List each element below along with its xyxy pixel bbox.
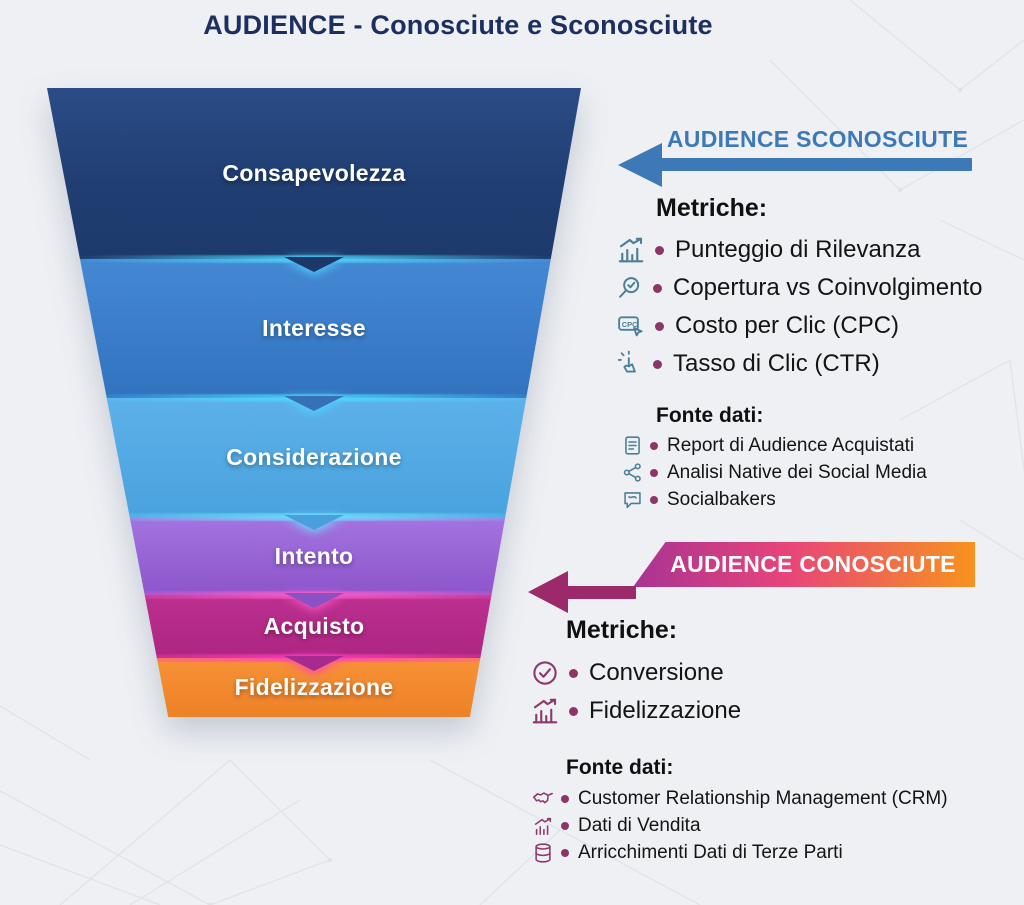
source-label: Arricchimenti Dati di Terze Parti	[578, 841, 843, 863]
funnel-stage-consapevolezza: Consapevolezza	[47, 88, 581, 259]
bullet-dot	[569, 706, 578, 716]
stage-label: Fidelizzazione	[234, 674, 394, 700]
chat-bubble-icon	[622, 489, 643, 510]
relevance-score-chart-icon	[616, 235, 646, 265]
list-item: Report di Audience Acquistati	[622, 432, 927, 459]
list-item: Customer Relationship Management (CRM)	[532, 785, 948, 812]
list-item: Punteggio di Rilevanza	[616, 231, 982, 269]
chevron-down-icon	[284, 515, 344, 530]
database-icon	[532, 842, 554, 864]
metric-label: Tasso di Clic (CTR)	[673, 350, 880, 377]
sources-title: Fonte dati:	[656, 404, 764, 427]
list-item: Arricchimenti Dati di Terze Parti	[532, 839, 948, 866]
share-network-icon	[622, 462, 643, 483]
bullet-dot	[655, 321, 664, 331]
page-title: AUDIENCE - Conosciute e Sconosciute	[203, 10, 713, 40]
list-item: Analisi Native dei Social Media	[622, 459, 927, 486]
sources-title: Fonte dati:	[566, 756, 674, 779]
stage-label: Consapevolezza	[222, 160, 406, 186]
bullet-dot	[650, 468, 658, 477]
left-arrow-icon	[528, 571, 568, 613]
known-audience-heading: AUDIENCE CONOSCIUTE	[670, 551, 956, 577]
cpc-click-icon: CPC	[616, 311, 646, 341]
list-item: Tasso di Clic (CTR)	[616, 345, 982, 383]
unknown-audience-heading: AUDIENCE SCONOSCIUTE	[666, 126, 969, 152]
bullet-dot	[561, 821, 569, 830]
bullet-dot	[653, 283, 662, 293]
metrics-title: Metriche:	[656, 194, 768, 222]
stage-label: Acquisto	[263, 613, 365, 639]
left-arrow-shaft	[560, 586, 636, 599]
funnel-stage-considerazione: Considerazione	[47, 398, 581, 517]
metric-label: Punteggio di Rilevanza	[675, 236, 921, 263]
handshake-icon	[532, 788, 554, 810]
list-item: Copertura vs Coinvolgimento	[616, 269, 982, 307]
unknown-metrics-list: Punteggio di Rilevanza Copertura vs Coin…	[616, 231, 982, 383]
growth-chart-icon	[530, 696, 560, 726]
list-item: CPC Costo per Clic (CPC)	[616, 307, 982, 345]
tap-click-icon	[616, 350, 644, 378]
bullet-dot	[655, 245, 664, 255]
bullet-dot	[653, 359, 662, 369]
bullet-dot	[569, 668, 578, 678]
metric-label: Copertura vs Coinvolgimento	[673, 274, 983, 301]
chevron-down-icon	[284, 257, 344, 272]
source-label: Customer Relationship Management (CRM)	[578, 787, 948, 809]
svg-text:CPC: CPC	[622, 320, 638, 329]
stage-label: Intento	[274, 542, 354, 569]
list-item: Socialbakers	[622, 486, 927, 513]
source-label: Socialbakers	[667, 488, 776, 510]
list-item: Dati di Vendita	[532, 812, 948, 839]
chevron-down-icon	[284, 593, 344, 608]
left-arrow-icon	[618, 143, 662, 187]
known-sources-list: Customer Relationship Management (CRM) D…	[532, 785, 948, 866]
list-item: Conversione	[530, 654, 741, 692]
list-item: Fidelizzazione	[530, 692, 741, 730]
bullet-dot	[561, 848, 569, 857]
metric-label: Fidelizzazione	[589, 697, 742, 724]
chevron-down-icon	[284, 656, 344, 671]
source-label: Report di Audience Acquistati	[667, 434, 915, 456]
source-label: Analisi Native dei Social Media	[667, 461, 927, 483]
metrics-title: Metriche:	[566, 616, 678, 644]
source-label: Dati di Vendita	[578, 814, 701, 836]
funnel-stage-interesse: Interesse	[47, 259, 581, 398]
sales-chart-icon	[532, 815, 554, 837]
bullet-dot	[650, 441, 658, 450]
audience-funnel: Consapevolezza Interesse Considerazione …	[47, 88, 581, 717]
known-audience-banner: AUDIENCE CONOSCIUTE	[633, 542, 975, 587]
magnifier-check-icon	[616, 274, 644, 302]
left-arrow-shaft	[658, 158, 972, 171]
stage-label: Considerazione	[226, 444, 402, 470]
circle-check-icon	[530, 658, 560, 688]
bullet-dot	[650, 495, 658, 504]
metric-label: Costo per Clic (CPC)	[675, 312, 900, 339]
report-document-icon	[622, 435, 643, 456]
chevron-down-icon	[284, 396, 344, 411]
unknown-sources-list: Report di Audience Acquistati Analisi Na…	[622, 432, 927, 513]
bullet-dot	[561, 794, 569, 803]
known-metrics-list: Conversione Fidelizzazione	[530, 654, 741, 730]
metric-label: Conversione	[589, 659, 724, 686]
stage-label: Interesse	[262, 315, 366, 341]
